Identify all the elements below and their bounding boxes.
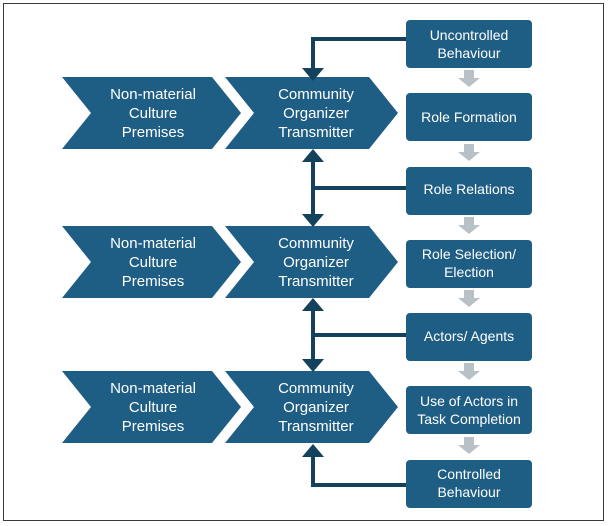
diagram-border <box>3 3 604 521</box>
stage-7-line-1: Controlled <box>437 466 501 482</box>
connector-1-arrowhead <box>302 68 324 81</box>
organizer-chevron-2-line-2: Organizer <box>283 254 349 271</box>
premise-chevron-3-line-1: Non-material <box>110 380 196 397</box>
stage-1-line-2: Behaviour <box>437 45 500 61</box>
premise-chevron-3-line-2: Culture <box>129 399 177 416</box>
stage-1-line-1: Uncontrolled <box>430 27 509 43</box>
organizer-chevron-2-line-1: Community <box>278 235 354 252</box>
stage-6-line-2: Task Completion <box>417 411 521 427</box>
stage-7-line-2: Behaviour <box>437 484 500 500</box>
premise-chevron-3-line-3: Premises <box>122 418 185 435</box>
premise-chevron-1-line-2: Culture <box>129 105 177 122</box>
stage-4-line-2: Election <box>444 264 494 280</box>
stage-box-controlled-behaviour: Controlled Behaviour <box>406 460 532 508</box>
stage-5-line-1: Actors/ Agents <box>424 328 514 344</box>
connector-5-arrowhead-up <box>302 298 324 311</box>
stage-box-actors-agents: Actors/ Agents <box>406 313 532 361</box>
flow-arrow-3 <box>458 217 480 234</box>
connector-5-arrowhead-down <box>302 359 324 372</box>
stage-box-role-formation: Role Formation <box>406 93 532 141</box>
connector-stage-1-to-organizer-1 <box>311 37 406 70</box>
flow-arrow-5 <box>458 363 480 380</box>
organizer-chevron-3-line-1: Community <box>278 380 354 397</box>
connectors <box>302 37 406 487</box>
flow-arrow-4 <box>458 290 480 307</box>
stage-box-role-relations: Role Relations <box>406 167 532 215</box>
stage-box-role-selection-election: Role Selection/ Election <box>406 240 532 288</box>
stage-6-line-1: Use of Actors in <box>420 393 518 409</box>
connector-3-arrowhead-up <box>302 149 324 162</box>
stage-2-line-1: Role Formation <box>421 109 517 125</box>
connector-stage-7-to-organizer-3 <box>311 455 406 487</box>
organizer-chevron-1-line-3: Transmitter <box>278 124 353 141</box>
premise-chevron-1: Non-material Culture Premises <box>62 77 241 149</box>
premise-chevron-2: Non-material Culture Premises <box>62 226 241 298</box>
premise-chevron-2-line-2: Culture <box>129 254 177 271</box>
organizer-chevron-2: Community Organizer Transmitter <box>225 226 398 298</box>
organizer-chevron-1-line-2: Organizer <box>283 105 349 122</box>
stage-box-use-of-actors: Use of Actors in Task Completion <box>406 386 532 434</box>
connector-7-arrowhead <box>302 444 324 457</box>
flow-arrows <box>458 70 480 454</box>
connector-3-arrowhead-down <box>302 214 324 227</box>
stage-3-line-1: Role Relations <box>423 181 514 197</box>
organizer-chevron-1-line-1: Community <box>278 86 354 103</box>
premise-chevron-3: Non-material Culture Premises <box>62 371 241 443</box>
premise-chevron-2-line-3: Premises <box>122 273 185 290</box>
premise-chevron-1-line-3: Premises <box>122 124 185 141</box>
flow-arrow-2 <box>458 144 480 161</box>
organizer-chevron-3-line-3: Transmitter <box>278 418 353 435</box>
premise-chevron-1-line-1: Non-material <box>110 86 196 103</box>
organizer-chevron-3: Community Organizer Transmitter <box>225 371 398 443</box>
organizer-chevron-1: Community Organizer Transmitter <box>225 77 398 149</box>
organizer-chevron-3-line-2: Organizer <box>283 399 349 416</box>
stage-4-line-1: Role Selection/ <box>422 246 516 262</box>
stage-box-uncontrolled-behaviour: Uncontrolled Behaviour <box>406 20 532 68</box>
flow-arrow-1 <box>458 70 480 87</box>
premise-chevron-2-line-1: Non-material <box>110 235 196 252</box>
flow-arrow-6 <box>458 437 480 454</box>
organizer-chevron-2-line-3: Transmitter <box>278 273 353 290</box>
